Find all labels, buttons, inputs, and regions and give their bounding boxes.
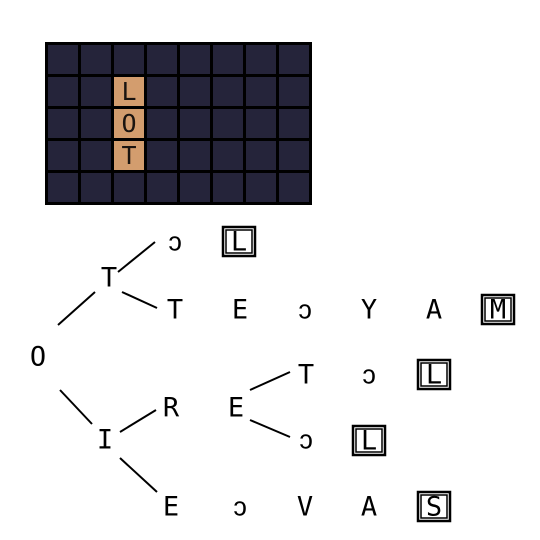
board-cell <box>81 109 111 138</box>
board-cell <box>246 141 276 170</box>
lower-e-upper-node: ↄ <box>361 360 377 391</box>
upper-chain-end-box: M <box>480 293 516 326</box>
letter-tile: O <box>114 109 144 138</box>
upper-chain-node: ↄ <box>297 295 313 326</box>
svg-text:L: L <box>361 426 377 457</box>
upper-word-end-box: L <box>221 225 257 258</box>
board-cell <box>213 173 243 202</box>
board-cell <box>279 141 309 170</box>
board-cell <box>279 109 309 138</box>
tree-connectors <box>57 241 291 493</box>
upper-chain-node: E <box>232 295 248 326</box>
connector-t-back <box>117 241 156 273</box>
lower-mid-node: R <box>163 393 180 424</box>
board-cell <box>147 173 177 202</box>
upper-back-node: ↄ <box>167 227 183 258</box>
board-cell <box>48 141 78 170</box>
connector-i-e <box>119 457 158 493</box>
board-cell <box>147 141 177 170</box>
board-cell <box>48 77 78 106</box>
svg-text:L: L <box>426 360 442 391</box>
lower-chain-end-box: S <box>416 490 452 523</box>
upper-chain-node: T <box>167 295 183 326</box>
lower-chain-node: ↄ <box>232 492 248 523</box>
board-cell <box>48 45 78 74</box>
connector-t-chain <box>121 291 158 309</box>
board-cell <box>246 109 276 138</box>
board-cell <box>246 173 276 202</box>
connector-i-r <box>119 409 157 433</box>
board-cell <box>180 45 210 74</box>
board-cell <box>213 77 243 106</box>
upper-branch-node: T <box>101 263 117 294</box>
board-cell <box>180 109 210 138</box>
board-cell <box>279 45 309 74</box>
board-cell <box>147 45 177 74</box>
board-cell <box>180 77 210 106</box>
svg-text:S: S <box>426 492 442 523</box>
board-cell <box>279 77 309 106</box>
board-cell <box>180 141 210 170</box>
lower-e-upper-end-box: L <box>416 358 452 391</box>
upper-chain-node: Y <box>361 295 377 326</box>
board-cell <box>81 173 111 202</box>
upper-chain-node: A <box>426 295 442 326</box>
board-cell <box>213 141 243 170</box>
board-cell <box>246 45 276 74</box>
letter-tile: L <box>114 77 144 106</box>
lower-chain-node: V <box>297 492 313 523</box>
lower-e-lower-end-box: L <box>351 424 387 457</box>
board-cell <box>81 141 111 170</box>
board-cell <box>114 45 144 74</box>
lower-e-upper-node: T <box>298 360 314 391</box>
connector-e-back <box>249 419 291 438</box>
lower-branch-node: I <box>97 425 113 456</box>
connector-e-t <box>249 371 291 391</box>
svg-text:L: L <box>231 227 247 258</box>
tree-root: O <box>30 342 46 373</box>
board-cell <box>114 173 144 202</box>
board-cell <box>147 77 177 106</box>
connector-o-t <box>57 291 96 326</box>
board-cell <box>279 173 309 202</box>
board-cell <box>213 45 243 74</box>
lower-mid-next-node: E <box>228 393 244 424</box>
svg-text:M: M <box>490 295 506 326</box>
board-cell <box>81 45 111 74</box>
lower-chain-node: E <box>163 492 179 523</box>
connector-o-i <box>59 389 93 425</box>
board-cell <box>180 173 210 202</box>
lower-chain-node: A <box>361 492 377 523</box>
board-cell <box>213 109 243 138</box>
board-cell <box>48 173 78 202</box>
letter-tile: T <box>114 141 144 170</box>
board-cell <box>81 77 111 106</box>
lower-e-lower-node: ↄ <box>298 425 314 456</box>
board-cell <box>246 77 276 106</box>
board-cell <box>147 109 177 138</box>
board-cell <box>48 109 78 138</box>
